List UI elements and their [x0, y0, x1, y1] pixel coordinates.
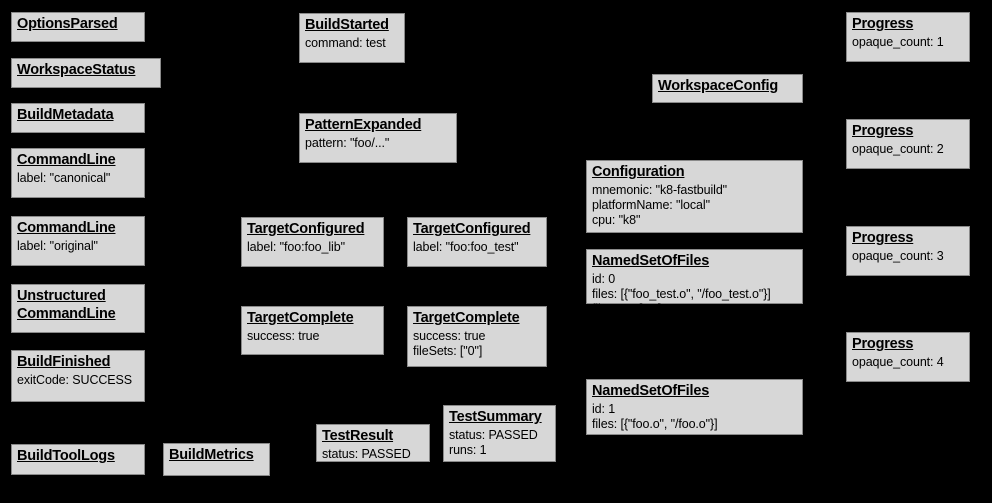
event-node-title: NamedSetOfFiles — [592, 383, 710, 399]
event-node-progress-3[interactable]: Progress opaque_count: 3 — [846, 226, 970, 276]
event-node-title: TargetConfigured — [413, 221, 531, 237]
event-node-attributes: opaque_count: 1 — [852, 34, 944, 49]
event-node-target-complete-test[interactable]: TargetComplete success: true fileSets: ["… — [407, 306, 547, 367]
event-node-command-line-canonical[interactable]: CommandLine label: "canonical" — [11, 148, 145, 198]
event-node-target-configured-lib[interactable]: TargetConfigured label: "foo:foo_lib" — [241, 217, 384, 267]
event-node-attributes: exitCode: SUCCESS — [17, 372, 133, 387]
event-node-attributes: label: "foo:foo_lib" — [247, 239, 345, 254]
event-node-title: TestSummary — [449, 409, 542, 425]
event-node-test-summary[interactable]: TestSummary status: PASSED runs: 1 — [443, 405, 556, 462]
event-node-title: WorkspaceStatus — [17, 62, 136, 78]
event-node-title: BuildToolLogs — [17, 448, 115, 464]
event-node-progress-2[interactable]: Progress opaque_count: 2 — [846, 119, 970, 169]
event-node-pattern-expanded[interactable]: PatternExpanded pattern: "foo/..." — [299, 113, 457, 163]
event-node-title: TestResult — [322, 428, 394, 444]
event-node-title: NamedSetOfFiles — [592, 253, 710, 269]
event-node-build-finished[interactable]: BuildFinished exitCode: SUCCESS — [11, 350, 145, 402]
event-node-test-result[interactable]: TestResult status: PASSED — [316, 424, 430, 462]
event-node-title: OptionsParsed — [17, 16, 118, 32]
event-node-build-tool-logs[interactable]: BuildToolLogs — [11, 444, 145, 475]
event-node-title: Configuration — [592, 164, 685, 180]
event-node-attributes: id: 1 files: [{"foo.o", "/foo.o"}] — [592, 401, 718, 431]
event-node-configuration[interactable]: Configuration mnemonic: "k8-fastbuild" pl… — [586, 160, 803, 233]
event-node-title: Progress — [852, 16, 914, 32]
event-node-title: PatternExpanded — [305, 117, 422, 133]
event-node-named-set-of-files-0[interactable]: NamedSetOfFiles id: 0 files: [{"foo_test.… — [586, 249, 803, 316]
event-node-command-line-original[interactable]: CommandLine label: "original" — [11, 216, 145, 266]
event-node-progress-1[interactable]: Progress opaque_count: 1 — [846, 12, 970, 62]
event-node-attributes: label: "canonical" — [17, 170, 111, 185]
event-node-build-metadata[interactable]: BuildMetadata — [11, 103, 145, 133]
event-node-progress-4[interactable]: Progress opaque_count: 4 — [846, 332, 970, 382]
event-node-build-metrics[interactable]: BuildMetrics — [163, 443, 270, 476]
event-node-title: BuildMetrics — [169, 447, 254, 463]
event-node-attributes: label: "original" — [17, 238, 98, 253]
event-node-title: WorkspaceConfig — [658, 78, 779, 94]
event-node-target-complete-lib[interactable]: TargetComplete success: true — [241, 306, 384, 355]
event-node-attributes: mnemonic: "k8-fastbuild" platformName: "… — [592, 182, 728, 228]
event-node-named-set-of-files-1[interactable]: NamedSetOfFiles id: 1 files: [{"foo.o", "… — [586, 379, 803, 435]
event-node-attributes: opaque_count: 4 — [852, 354, 944, 369]
event-node-options-parsed[interactable]: OptionsParsed — [11, 12, 145, 42]
event-node-attributes: label: "foo:foo_test" — [413, 239, 519, 254]
event-node-attributes: status: PASSED runs: 1 — [449, 427, 538, 457]
event-node-title: Progress — [852, 230, 914, 246]
event-node-target-configured-test[interactable]: TargetConfigured label: "foo:foo_test" — [407, 217, 547, 267]
event-node-attributes: opaque_count: 2 — [852, 141, 944, 156]
event-node-title: TargetComplete — [413, 310, 520, 326]
event-node-title: BuildStarted — [305, 17, 389, 33]
event-node-attributes: success: true fileSets: ["0"] — [413, 328, 486, 358]
event-node-title: Progress — [852, 123, 914, 139]
event-node-title: Progress — [852, 336, 914, 352]
event-node-title: CommandLine — [17, 152, 116, 168]
event-node-attributes: opaque_count: 3 — [852, 248, 944, 263]
event-node-attributes: command: test — [305, 35, 386, 50]
event-node-title: TargetConfigured — [247, 221, 365, 237]
event-node-build-started[interactable]: BuildStarted command: test — [299, 13, 405, 63]
event-node-attributes: id: 0 files: [{"foo_test.o", "/foo_test.… — [592, 271, 771, 317]
event-node-attributes: status: PASSED — [322, 446, 411, 461]
event-node-title: Unstructured CommandLine — [17, 288, 116, 322]
event-node-workspace-status[interactable]: WorkspaceStatus — [11, 58, 161, 88]
event-node-unstructured-command-line[interactable]: Unstructured CommandLine — [11, 284, 145, 333]
event-node-attributes: success: true — [247, 328, 320, 343]
event-node-title: TargetComplete — [247, 310, 354, 326]
event-node-title: CommandLine — [17, 220, 116, 236]
event-node-workspace-config[interactable]: WorkspaceConfig — [652, 74, 803, 103]
event-node-title: BuildFinished — [17, 354, 111, 370]
event-node-title: BuildMetadata — [17, 107, 114, 123]
event-node-attributes: pattern: "foo/..." — [305, 135, 390, 150]
